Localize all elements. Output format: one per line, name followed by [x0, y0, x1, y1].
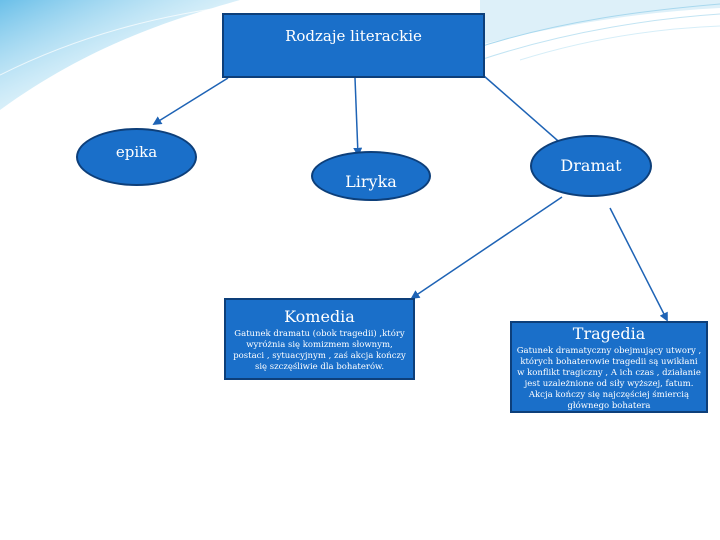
node-komedia-description: Gatunek dramatu (obok tragedii) ,który w…: [232, 329, 407, 373]
node-epika: epika: [76, 128, 197, 186]
node-dramat: Dramat: [530, 135, 652, 197]
node-tragedia-description: Gatunek dramatyczny obejmujący utwory , …: [516, 346, 702, 412]
node-komedia-title: Komedia: [232, 308, 407, 326]
node-tragedia: Tragedia Gatunek dramatyczny obejmujący …: [510, 321, 708, 413]
connector-root-liryka: [355, 78, 358, 155]
node-epika-label: epika: [116, 143, 157, 161]
node-komedia: Komedia Gatunek dramatu (obok tragedii) …: [224, 298, 415, 380]
connector-dramat-komedia: [412, 197, 562, 298]
node-dramat-label: Dramat: [560, 156, 621, 175]
node-rodzaje-literackie: Rodzaje literackie: [222, 13, 485, 78]
node-rodzaje-literackie-label: Rodzaje literackie: [285, 27, 422, 45]
node-liryka: Liryka: [311, 151, 431, 201]
connector-root-dramat: [484, 76, 565, 147]
connector-dramat-tragedia: [610, 208, 667, 320]
connector-root-epika: [154, 78, 228, 124]
node-tragedia-title: Tragedia: [516, 325, 702, 343]
node-liryka-label: Liryka: [345, 172, 397, 191]
